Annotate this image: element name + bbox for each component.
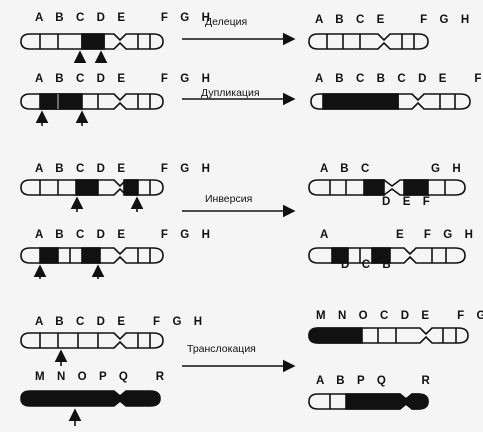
inversion-after-bottom-chromosome — [308, 247, 466, 264]
inversion-after-top-chromosome — [308, 179, 466, 196]
translocation-after-top-chromosome — [308, 327, 469, 344]
inversion-before-bottom-chromosome — [20, 247, 164, 264]
translocation-before-bottom-chromosome — [20, 390, 161, 407]
duplication-breakpoint-arrows — [35, 110, 89, 126]
translocation-label: Транслокация — [187, 343, 256, 355]
deletion-after-genes: A B C E F G H — [315, 14, 474, 26]
inversion-after-top-right-genes: G H — [431, 163, 466, 175]
inversion-before-top-arrows — [70, 196, 144, 212]
translocation-after-bottom-genes: A B P Q R — [316, 375, 435, 387]
deletion-before-genes: A B C D E F G H — [35, 12, 215, 24]
inversion-before-top-genes: A B C D E F G H — [35, 163, 215, 175]
deletion-label: Делеция — [205, 16, 248, 28]
translocation-after-top-genes: M N O C D E F G H — [316, 310, 483, 322]
inversion-before-bottom-arrows — [33, 264, 105, 279]
inversion-after-top-below-genes: D E F — [382, 196, 435, 208]
inversion-before-bottom-genes: A B C D E F G H — [35, 229, 215, 241]
deletion-before-chromosome — [20, 33, 164, 50]
duplication-after-chromosome — [310, 93, 471, 110]
inversion-after-top-left-genes: A B C — [320, 163, 374, 175]
inversion-label: Инверсия — [205, 193, 253, 205]
duplication-before-chromosome — [20, 93, 164, 110]
translocation-before-bottom-genes: M N O P Q R — [35, 371, 169, 383]
inversion-before-top-chromosome — [20, 179, 164, 196]
duplication-before-genes: A B C D E F G H — [35, 73, 215, 85]
translocation-after-bottom-chromosome — [308, 393, 429, 410]
translocation-before-top-genes: A B C D E F G H — [35, 316, 207, 328]
deletion-breakpoint-arrows — [73, 50, 108, 64]
inversion-after-bottom-right-genes: E F G H — [396, 229, 478, 241]
duplication-label: Дупликация — [201, 87, 260, 99]
duplication-after-genes: A B C B C D E F G H — [315, 73, 483, 85]
translocation-before-top-chromosome — [20, 332, 164, 349]
inversion-after-bottom-below-genes: D C B — [341, 259, 396, 271]
deletion-after-chromosome — [308, 33, 429, 50]
inversion-after-bottom-left-genes: A — [320, 229, 333, 241]
